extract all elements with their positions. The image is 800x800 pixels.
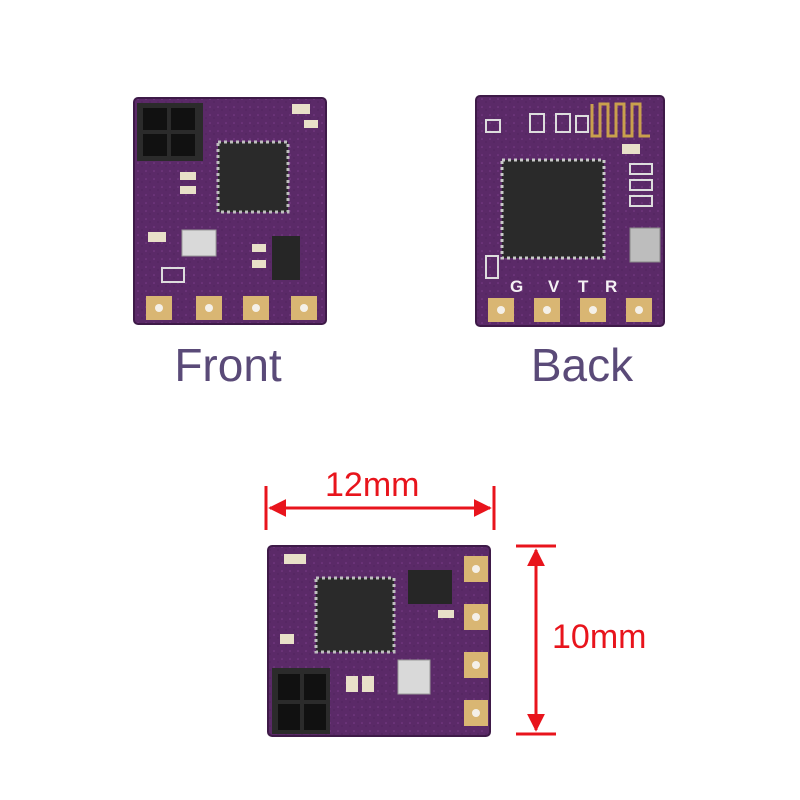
pin-label-r: R <box>605 277 617 296</box>
back-caption: Back <box>530 339 634 391</box>
pin-label-t: T <box>578 277 589 296</box>
pin-label-v: V <box>548 277 560 296</box>
dimension-board <box>267 545 491 737</box>
width-dimension-label: 12mm <box>325 466 420 504</box>
width-dimension-line <box>264 486 496 530</box>
back-board: G V T R <box>475 95 665 327</box>
front-board <box>133 97 327 325</box>
dimension-board-pads <box>464 556 488 726</box>
back-pin-labels: G V T R <box>510 277 617 296</box>
height-dimension-label: 10mm <box>552 618 647 656</box>
height-dimension-line <box>516 544 556 736</box>
front-caption: Front <box>174 339 282 391</box>
back-pads <box>488 298 652 322</box>
pin-label-g: G <box>510 277 523 296</box>
front-pads <box>146 296 317 320</box>
